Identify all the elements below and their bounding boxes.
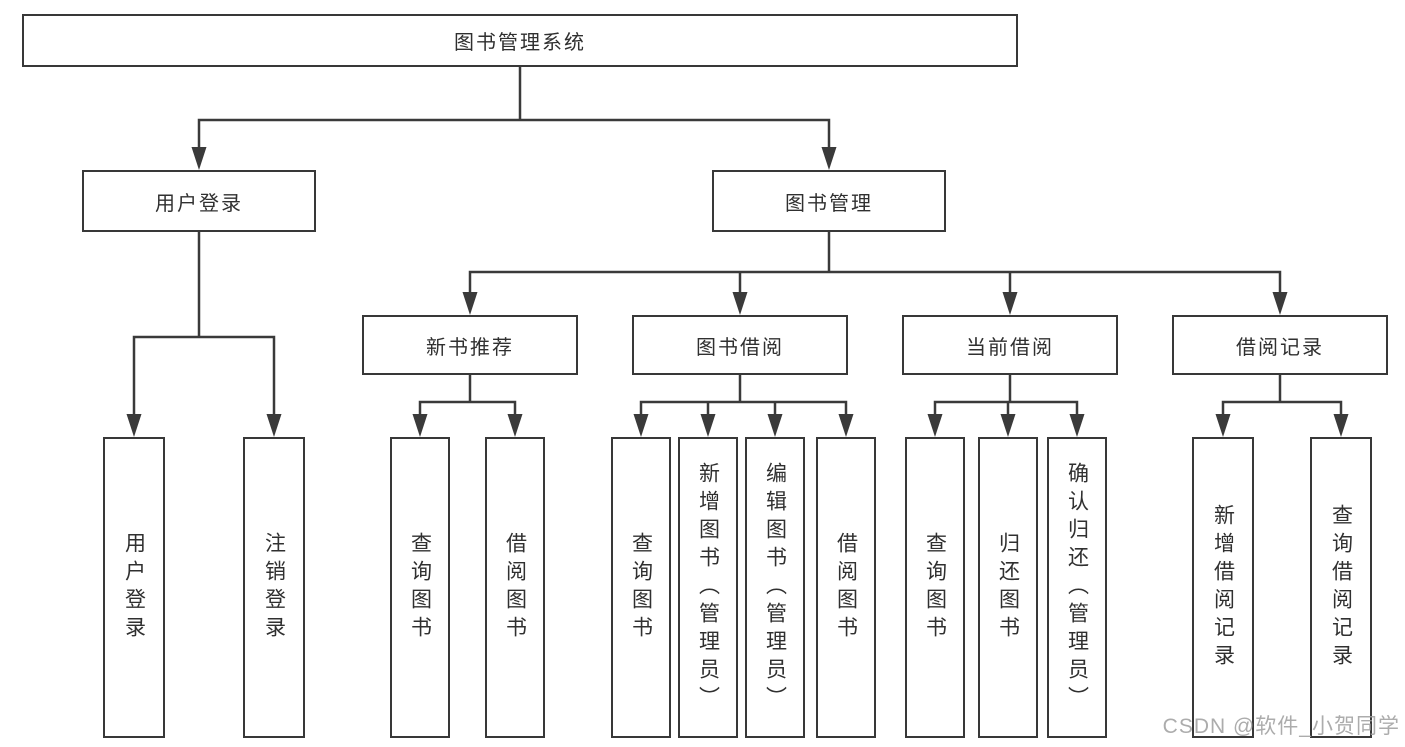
leaf-confirm-return-admin: 确认归还（管理员）: [1047, 437, 1107, 738]
node-book-management: 图书管理: [712, 170, 946, 232]
leaf-query-books-borrow: 查询图书: [611, 437, 671, 738]
leaf-logout: 注销登录: [243, 437, 305, 738]
leaf-add-book-admin: 新增图书（管理员）: [678, 437, 738, 738]
node-borrow-records: 借阅记录: [1172, 315, 1388, 375]
leaf-borrow-books-recommend: 借阅图书: [485, 437, 545, 738]
leaf-add-borrow-record: 新增借阅记录: [1192, 437, 1254, 738]
node-root: 图书管理系统: [22, 14, 1018, 67]
node-book-borrow: 图书借阅: [632, 315, 848, 375]
node-current-borrow: 当前借阅: [902, 315, 1118, 375]
leaf-edit-book-admin: 编辑图书（管理员）: [745, 437, 805, 738]
leaf-borrow-books: 借阅图书: [816, 437, 876, 738]
leaf-query-books-current: 查询图书: [905, 437, 965, 738]
node-user-login: 用户登录: [82, 170, 316, 232]
leaf-query-books-recommend: 查询图书: [390, 437, 450, 738]
arrowhead-icons: [126, 147, 1349, 437]
leaf-user-login: 用户登录: [103, 437, 165, 738]
node-new-book-recommend: 新书推荐: [362, 315, 578, 375]
leaf-return-books: 归还图书: [978, 437, 1038, 738]
csdn-watermark: CSDN @软件_小贺同学: [1162, 715, 1400, 738]
leaf-query-borrow-record: 查询借阅记录: [1310, 437, 1372, 738]
